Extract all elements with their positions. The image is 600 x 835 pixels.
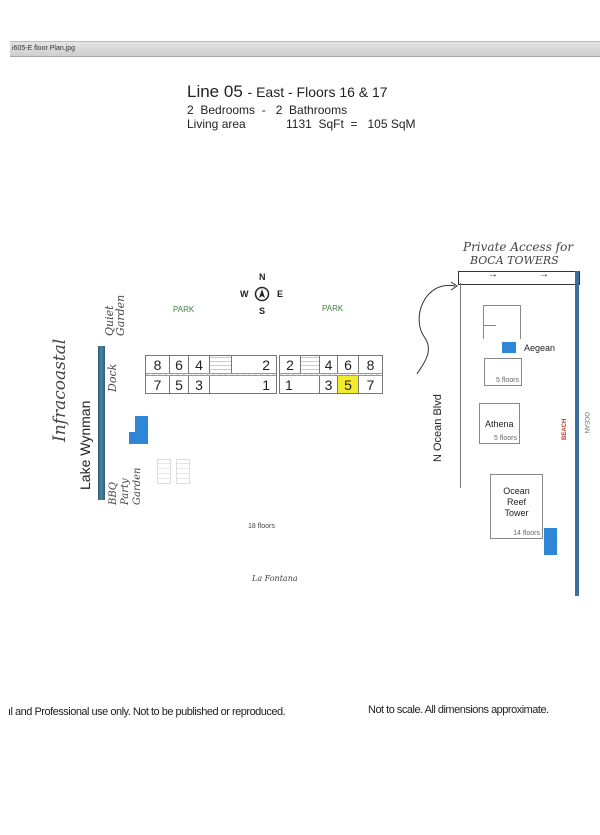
unit: 2 <box>262 356 270 373</box>
ghost-grid <box>176 459 190 484</box>
quiet-garden-label: Quiet Garden <box>103 294 127 336</box>
ocean-reef-label: Ocean <box>503 486 530 496</box>
building-east-wing: 2 4 6 8 1 3 5 7 <box>279 355 383 394</box>
file-title-bar: i605-E floor Plan.jpg <box>10 41 600 57</box>
dock-label: Dock <box>106 363 119 392</box>
unit: 3 <box>189 376 210 393</box>
pool-step <box>129 432 137 444</box>
private-road: →→ <box>458 269 580 285</box>
side-label: East <box>256 84 285 100</box>
stairs <box>210 356 232 373</box>
compass-w: W <box>240 289 249 299</box>
ocean-reef-label: Reef <box>506 497 526 507</box>
unit: 5 <box>170 376 189 393</box>
beach-label: BEACH <box>562 418 568 440</box>
unit: 2 <box>280 356 301 373</box>
park-left: PARK <box>173 305 195 314</box>
footer-scale-note: Not to scale. All dimensions approximate… <box>368 704 549 716</box>
sep: - <box>247 84 253 100</box>
ocean-reef-floors: 14 floors <box>513 530 540 537</box>
bbq-garden-label: BBQ Party Garden <box>108 467 143 506</box>
aegean-label: Aegean <box>524 343 556 353</box>
athena-label: Athena <box>485 419 514 429</box>
park-right: PARK <box>322 304 344 313</box>
unit-highlighted: 5 <box>338 376 359 393</box>
corridor <box>280 373 382 376</box>
footer-disclaimer: ıl and Professional use only. Not to be … <box>8 706 286 718</box>
unit: 8 <box>146 356 170 373</box>
aegean-pool <box>502 342 516 353</box>
curved-arrow-icon <box>416 281 458 375</box>
unit: 4 <box>320 356 338 373</box>
ocean-reef-pool <box>544 528 557 555</box>
unit: 6 <box>338 356 359 373</box>
unit: 6 <box>170 356 189 373</box>
floors-label: Floors 16 & 17 <box>296 84 388 100</box>
unit: 8 <box>366 356 375 373</box>
athena-building: Athena 5 floors <box>479 403 520 444</box>
lake-label: Lake Wynman <box>77 400 93 490</box>
unit: 7 <box>366 376 375 393</box>
unit: 1 <box>280 376 320 393</box>
corridor <box>146 373 276 376</box>
stairs <box>301 356 320 373</box>
living-area-value: 1131 SqFt = 105 SqM <box>286 117 416 131</box>
lake-shoreline <box>98 346 105 500</box>
line-label: Line 05 <box>187 82 243 101</box>
boca-towers-label: BOCA TOWERS <box>470 254 559 267</box>
unit: 3 <box>320 376 338 393</box>
private-access-label: Private Access for <box>463 240 574 254</box>
ghost-grid <box>157 459 171 484</box>
aegean-building <box>483 305 521 339</box>
road-label: N Ocean Blvd <box>432 394 444 462</box>
aegean-south-building: 5 floors <box>484 358 522 386</box>
compass-e: E <box>277 289 284 299</box>
filename: i605-E floor Plan.jpg <box>12 45 76 52</box>
ocean-label: OCEAN <box>583 412 589 434</box>
pool <box>135 416 148 444</box>
outline <box>483 305 484 325</box>
intracoastal-label: Infracoastal <box>50 338 70 442</box>
building-name: La Fontana <box>252 574 298 583</box>
compass-n: N <box>259 272 266 282</box>
ocean-reef-building: Ocean Reef Tower 14 floors <box>490 474 543 539</box>
ocean-shoreline <box>575 271 579 596</box>
living-area-label: Living area <box>187 117 246 131</box>
floors-main: 18 floors <box>248 523 275 530</box>
aegean-floors: 5 floors <box>496 377 519 384</box>
bed-bath: 2 Bedrooms - 2 Bathrooms <box>187 103 348 117</box>
page-title: Line 05 - East - Floors 16 & 17 <box>187 82 388 101</box>
unit: 4 <box>189 356 210 373</box>
compass-icon <box>254 286 270 302</box>
unit: 1 <box>262 376 270 393</box>
ocean-reef-label: Tower <box>504 508 529 518</box>
building-west-wing: 8 6 4 2 7 5 3 1 <box>145 355 277 394</box>
compass-s: S <box>259 306 266 316</box>
outline <box>483 325 496 339</box>
athena-floors: 5 floors <box>494 435 517 442</box>
road-line <box>460 283 461 488</box>
unit: 7 <box>146 376 170 393</box>
